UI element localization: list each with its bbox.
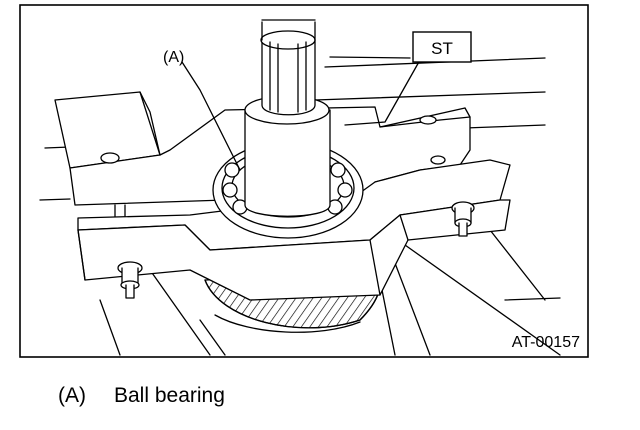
bolt-left bbox=[117, 261, 143, 299]
housing-outline bbox=[39, 56, 561, 356]
shaft bbox=[244, 19, 331, 217]
figure-caption: (A) Ball bearing bbox=[58, 384, 225, 408]
figure-frame bbox=[19, 4, 589, 358]
figure-id: AT-00157 bbox=[512, 334, 580, 351]
callout-leaders bbox=[181, 59, 421, 171]
callout-st-box bbox=[412, 31, 472, 63]
caption-tag: (A) bbox=[58, 384, 86, 407]
callout-st-label: ST bbox=[431, 39, 453, 58]
caption-text: Ball bearing bbox=[114, 384, 225, 407]
callout-a-label: (A) bbox=[163, 49, 184, 66]
bolt-right bbox=[451, 201, 475, 237]
